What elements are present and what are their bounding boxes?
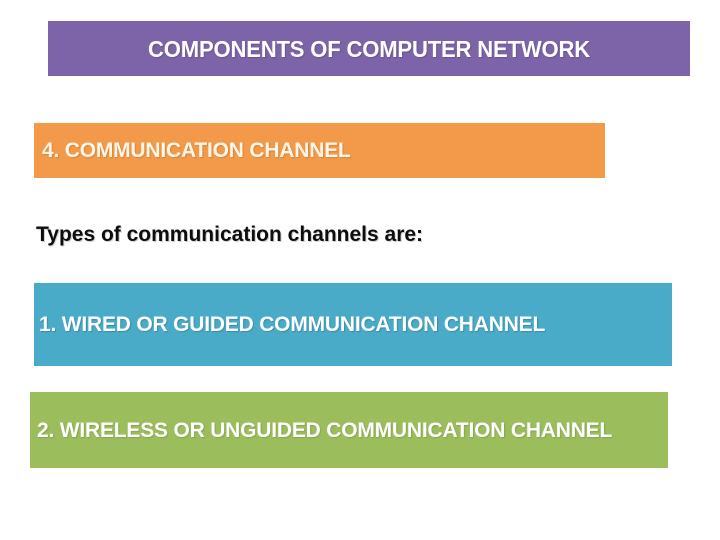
list-item-wireless-text: 2. WIRELESS OR UNGUIDED COMMUNICATION CH… [37, 418, 613, 442]
section-heading-band: 4. COMMUNICATION CHANNEL [34, 123, 605, 178]
slide-title-band: COMPONENTS OF COMPUTER NETWORK [48, 21, 690, 76]
section-heading-text: 4. COMMUNICATION CHANNEL [42, 138, 351, 162]
list-item-wired-band: 1. WIRED OR GUIDED COMMUNICATION CHANNEL [34, 283, 672, 366]
intro-line-text: Types of communication channels are: [36, 223, 424, 246]
intro-line: Types of communication channels are: [36, 220, 656, 250]
list-item-wireless-band: 2. WIRELESS OR UNGUIDED COMMUNICATION CH… [30, 392, 668, 468]
slide-title-text: COMPONENTS OF COMPUTER NETWORK [148, 35, 590, 62]
list-item-wired-text: 1. WIRED OR GUIDED COMMUNICATION CHANNEL [39, 313, 546, 336]
